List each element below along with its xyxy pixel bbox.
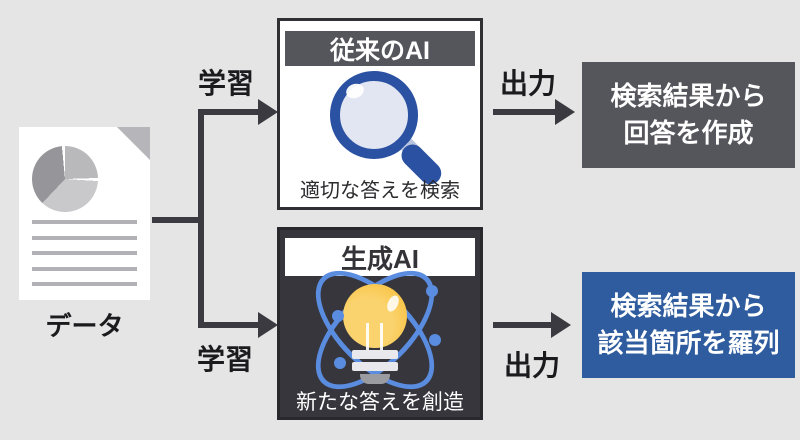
document-text-line [32,251,137,255]
atom-node [426,285,438,297]
traditional-ai-result-line2: 回答を作成 [623,118,754,148]
traditional-ai-result-line1: 検索結果から [610,81,767,111]
traditional-ai-result-box: 検索結果から 回答を作成 [582,62,795,168]
document-text-line [32,267,137,271]
generative-ai-caption: 新たな答えを創造 [296,391,464,414]
source-label: データ [45,311,124,341]
output-bottom-label: 出力 [503,350,560,381]
document-text-line [32,282,137,286]
output-top-arrow-shaft [493,109,557,115]
document-text-line [32,236,137,240]
lightbulb-filament [366,323,369,351]
learn-top-label: 学習 [197,68,254,99]
output-bottom-arrow-shaft [493,322,553,328]
learn-bottom-arrow-shaft [202,322,260,328]
learn-top-arrow-head [258,99,278,125]
output-top-label: 出力 [499,68,556,99]
lightbulb-base [352,350,398,359]
magnifier-icon [330,71,418,159]
atom-node [332,310,344,322]
lightbulb-cap [360,374,390,384]
atom-node [429,334,441,346]
atom-node [334,357,346,369]
learn-bottom-label: 学習 [196,344,253,375]
branch-vertical-line [198,109,204,328]
learn-bottom-arrow-head [258,312,278,338]
generative-ai-result-line1: 検索結果から [610,291,767,321]
lightbulb-base [352,362,398,371]
output-bottom-arrow-head [551,312,571,338]
generative-ai-title: 生成AI [285,238,475,276]
connector-from-document [152,217,204,223]
traditional-ai-title: 従来のAI [285,31,475,66]
learn-top-arrow-shaft [202,109,260,115]
generative-ai-result-box: 検索結果から 該当箇所を羅列 [582,272,795,378]
lightbulb-filament [380,323,383,351]
pie-chart-icon [32,146,98,212]
lightbulb-atom-icon [343,284,407,348]
output-top-arrow-head [555,99,575,125]
document-text-line [32,220,137,224]
generative-ai-result-line2: 該当箇所を羅列 [597,328,780,358]
traditional-ai-caption: 適切な答えを検索 [300,180,460,202]
